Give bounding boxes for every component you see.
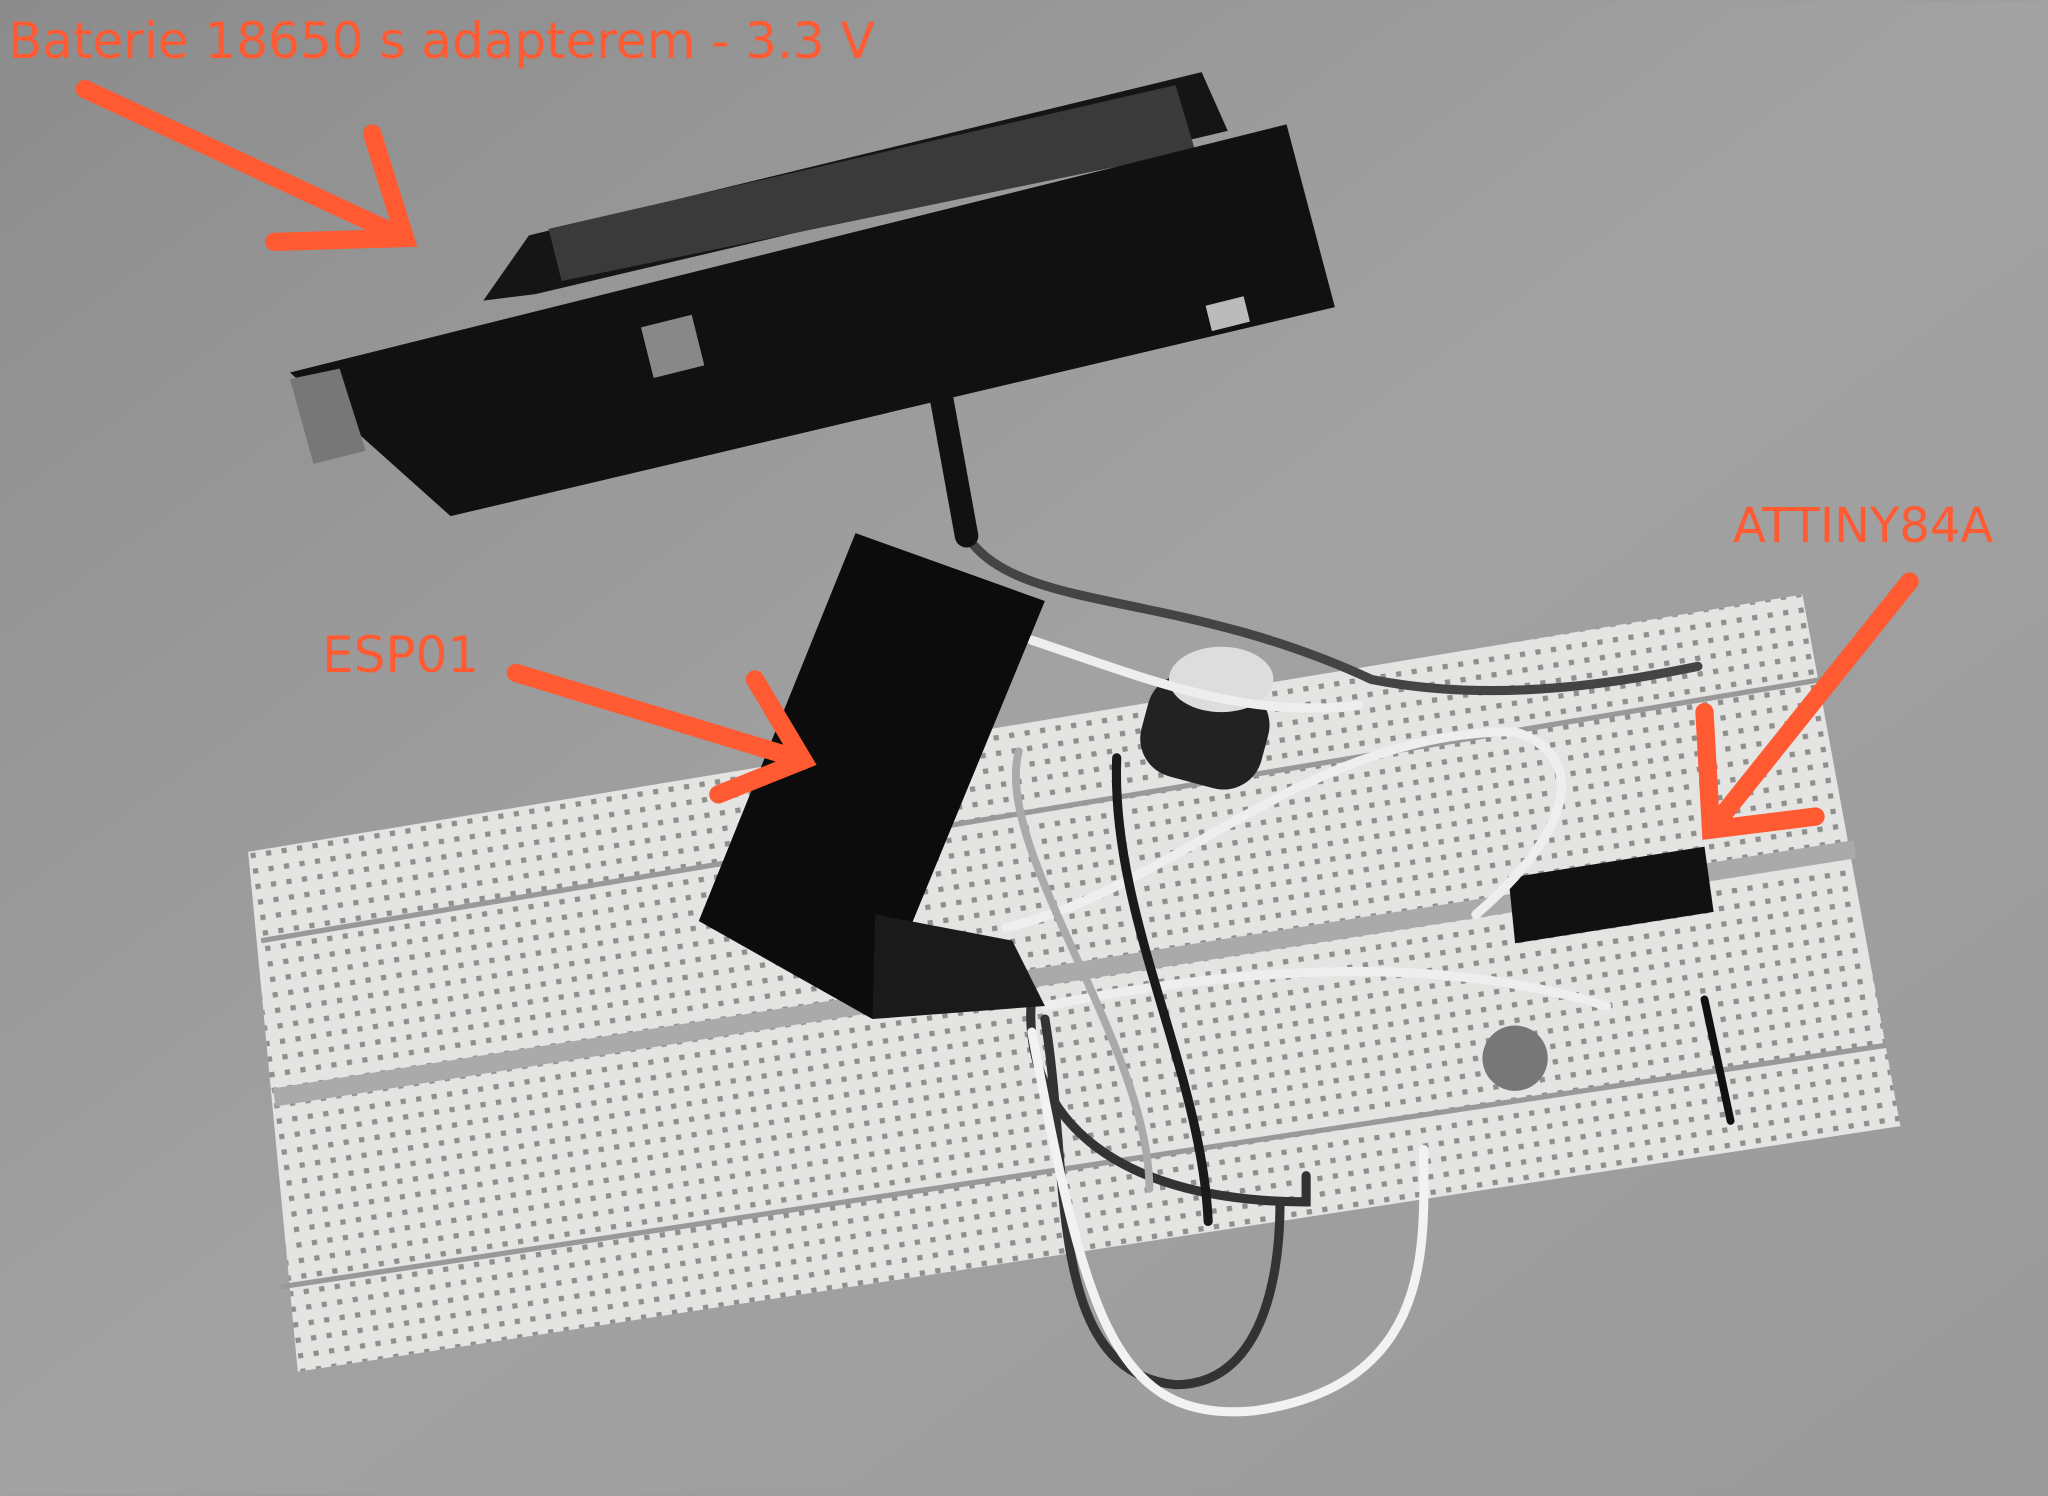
usb-port [1205, 296, 1250, 332]
led [1482, 1025, 1548, 1091]
esp01-annotation: ESP01 [322, 626, 480, 684]
battery-annotation: Baterie 18650 s adapterem - 3.3 V [8, 12, 875, 70]
arrow-attiny [1695, 572, 1919, 840]
battery-shield [289, 72, 1335, 517]
attiny84a-chip [1508, 846, 1714, 944]
annotation-arrows [75, 79, 1919, 840]
battery-cell [548, 85, 1196, 282]
arrow-battery [75, 79, 418, 252]
esp01-module [698, 533, 1045, 1020]
attiny-annotation: ATTINY84A [1733, 498, 1994, 554]
usb-a-port [289, 368, 366, 464]
switch [640, 314, 705, 379]
arrow-esp01 [506, 663, 817, 804]
breadboard [248, 594, 1901, 1372]
wires [928, 380, 1735, 1417]
